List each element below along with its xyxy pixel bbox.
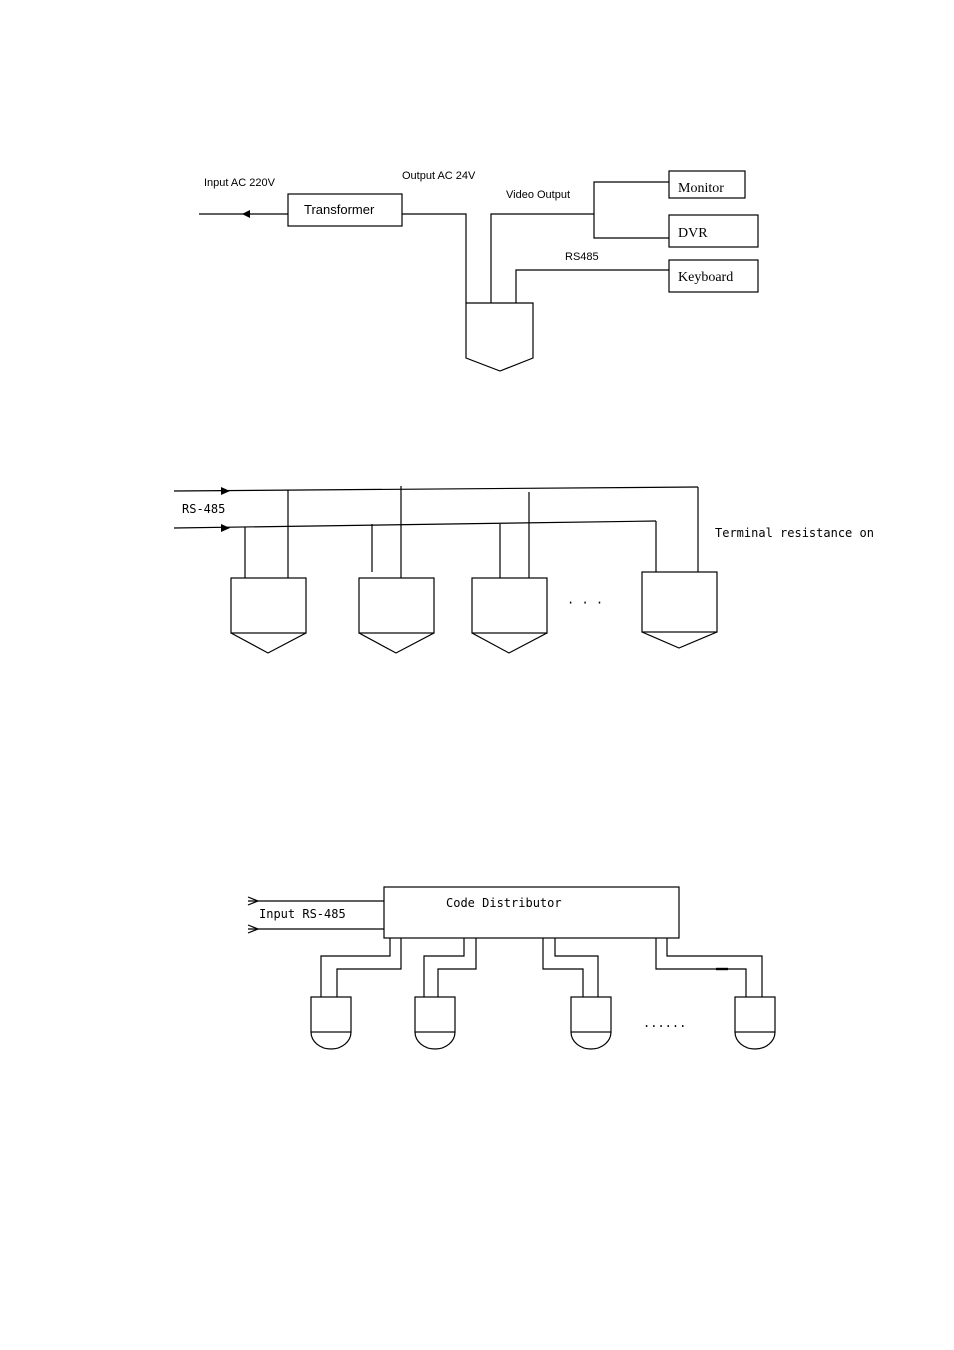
power-line xyxy=(402,214,466,303)
power-wiring-diagram: Input AC 220V Transformer Output AC 24V … xyxy=(199,170,758,371)
output-line xyxy=(438,938,476,997)
rs485-daisy-chain-diagram: RS-485 · · · Terminal resistance on xyxy=(174,486,874,653)
video-output-label: Video Output xyxy=(506,189,570,201)
code-distributor-box xyxy=(384,887,679,938)
rs485-bus-line-b xyxy=(174,521,656,528)
bus-arrow-b-icon xyxy=(221,524,230,532)
rs485-line xyxy=(516,270,669,303)
output-line xyxy=(667,938,762,997)
transformer-label: Transformer xyxy=(304,202,375,217)
rs485-label: RS485 xyxy=(565,251,599,263)
more-cameras-ellipsis: ...... xyxy=(643,1016,686,1030)
monitor-label: Monitor xyxy=(678,181,724,196)
bus-arrow-a-icon xyxy=(221,487,230,495)
output-line xyxy=(321,938,390,997)
dome-camera-icon xyxy=(359,578,434,653)
input-arrow-icon xyxy=(242,210,250,218)
output-ac-label: Output AC 24V xyxy=(402,170,476,182)
dome-camera-icon xyxy=(571,997,611,1049)
keyboard-label: Keyboard xyxy=(678,270,733,285)
more-cameras-ellipsis: · · · xyxy=(567,596,603,610)
dome-camera-icon xyxy=(642,572,717,648)
input-ac-label: Input AC 220V xyxy=(204,177,276,189)
code-distributor-label: Code Distributor xyxy=(446,896,562,910)
output-line xyxy=(656,938,746,997)
video-split-line xyxy=(594,182,669,238)
dome-camera-icon xyxy=(472,578,547,653)
dome-camera-icon xyxy=(311,997,351,1049)
terminal-resistance-label: Terminal resistance on xyxy=(715,526,874,540)
output-line xyxy=(424,938,464,997)
rs485-bus-line-a xyxy=(174,487,698,491)
dome-camera-icon xyxy=(231,578,306,653)
code-distributor-diagram: Input RS-485 Code Distributor xyxy=(248,887,775,1049)
dome-camera-icon xyxy=(735,997,775,1049)
dome-camera-icon xyxy=(466,303,533,371)
output-line xyxy=(543,938,583,997)
dome-camera-icon xyxy=(415,997,455,1049)
output-line xyxy=(337,938,401,997)
dvr-label: DVR xyxy=(678,226,708,241)
input-rs485-label: Input RS-485 xyxy=(259,907,346,921)
rs485-bus-label: RS-485 xyxy=(182,502,225,516)
output-line xyxy=(555,938,598,997)
